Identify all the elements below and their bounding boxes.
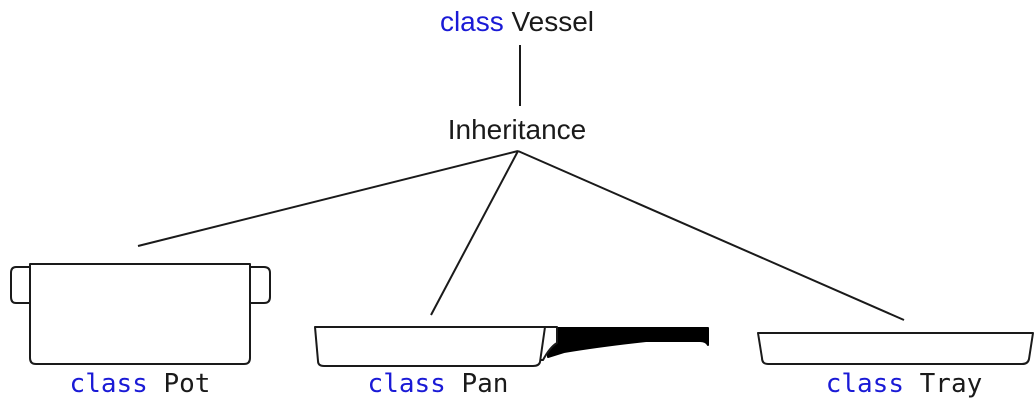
- tray-connector-line: [517, 150, 905, 321]
- root-class-label: class Vessel: [0, 8, 1034, 36]
- pan-connector-line: [430, 150, 519, 316]
- pot-connector-line: [137, 150, 519, 247]
- relation-label: Inheritance: [447, 114, 587, 145]
- pot-body: [29, 263, 251, 365]
- root-class-name: Vessel: [511, 6, 595, 37]
- pot-class-label: class Pot: [40, 371, 240, 397]
- pan-class-keyword: class: [367, 369, 446, 399]
- pan-handle: [547, 327, 709, 358]
- pan-icon: [314, 326, 709, 367]
- tray-icon: [757, 332, 1034, 365]
- pot-class-keyword: class: [69, 369, 148, 399]
- pot-icon: [10, 263, 271, 365]
- pot-class-name: Pot: [163, 369, 211, 399]
- tray-class-name: Tray: [919, 369, 983, 399]
- tray-class-label: class Tray: [804, 371, 1004, 397]
- pot-left-handle: [10, 266, 31, 304]
- tray-class-keyword: class: [825, 369, 904, 399]
- pan-class-label: class Pan: [338, 371, 538, 397]
- tray-body: [757, 332, 1034, 365]
- pot-right-handle: [249, 266, 271, 304]
- pan-class-name: Pan: [461, 369, 509, 399]
- root-class-keyword: class: [439, 6, 504, 37]
- pan-body: [314, 326, 546, 367]
